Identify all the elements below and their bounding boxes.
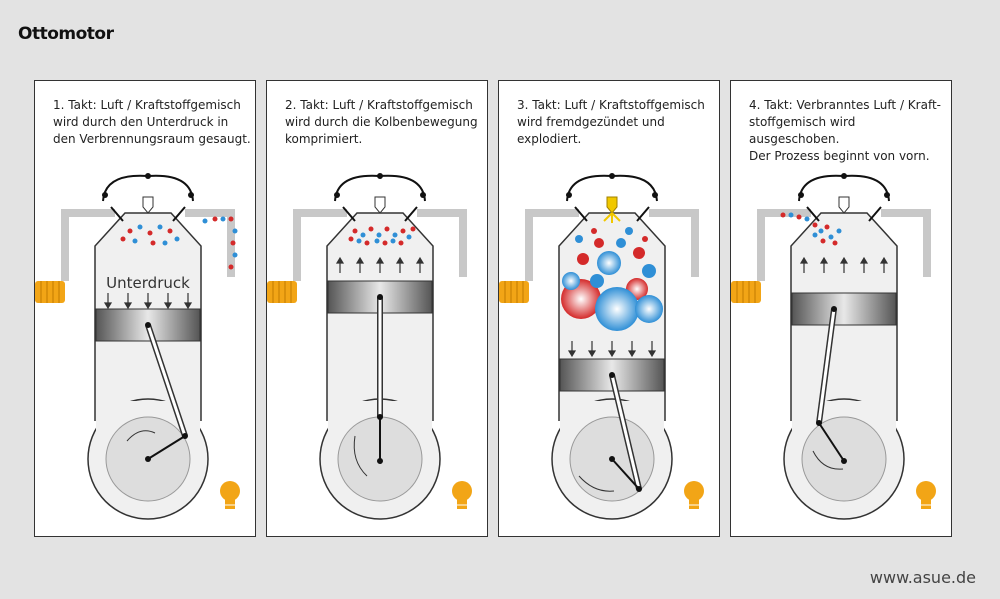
lightbulb-icon: [684, 481, 704, 509]
piston: [791, 292, 897, 326]
panel-stroke-1: 1. Takt: Luft / Kraftstoffgemisch wird d…: [34, 80, 256, 537]
exhaust-pipe: [185, 209, 235, 277]
mixture-particles: [120, 216, 238, 270]
engine-diagram-stroke-2: [267, 173, 472, 520]
mixture-particles: [348, 226, 416, 246]
caption-stroke-3: 3. Takt: Luft / Kraftstoffgemisch wird f…: [517, 98, 705, 146]
panel-stroke-4: 4. Takt: Verbranntes Luft / Kraft- stoff…: [730, 80, 952, 537]
engine-diagram-stroke-3: [499, 173, 704, 520]
lightbulb-icon: [916, 481, 936, 509]
pressure-label: Unterdruck: [106, 274, 190, 292]
engine-diagram-stroke-1: Unterdruck: [35, 173, 240, 520]
lightbulb-icon: [220, 481, 240, 509]
intake-pipe: [61, 209, 115, 281]
panel-stroke-2: 2. Takt: Luft / Kraftstoffgemisch wird d…: [266, 80, 488, 537]
footer-url: www.asue.de: [869, 568, 976, 587]
lightbulb-icon: [452, 481, 472, 509]
engine-diagram-stroke-4: [731, 173, 936, 520]
heater-icon: [499, 281, 529, 303]
caption-stroke-2: 2. Takt: Luft / Kraftstoffgemisch wird d…: [285, 98, 478, 146]
exhaust-particles: [780, 212, 842, 246]
heater-icon: [731, 281, 761, 303]
panel-stroke-3: 3. Takt: Luft / Kraftstoffgemisch wird f…: [498, 80, 720, 537]
caption-stroke-4: 4. Takt: Verbranntes Luft / Kraft- stoff…: [749, 98, 942, 163]
heater-icon: [35, 281, 65, 303]
page-title: Ottomotor: [18, 24, 114, 44]
heater-icon: [267, 281, 297, 303]
spark-plug-icon: [603, 196, 621, 223]
caption-stroke-1: 1. Takt: Luft / Kraftstoffgemisch wird d…: [53, 98, 251, 146]
explosion-bubbles: [561, 227, 663, 331]
